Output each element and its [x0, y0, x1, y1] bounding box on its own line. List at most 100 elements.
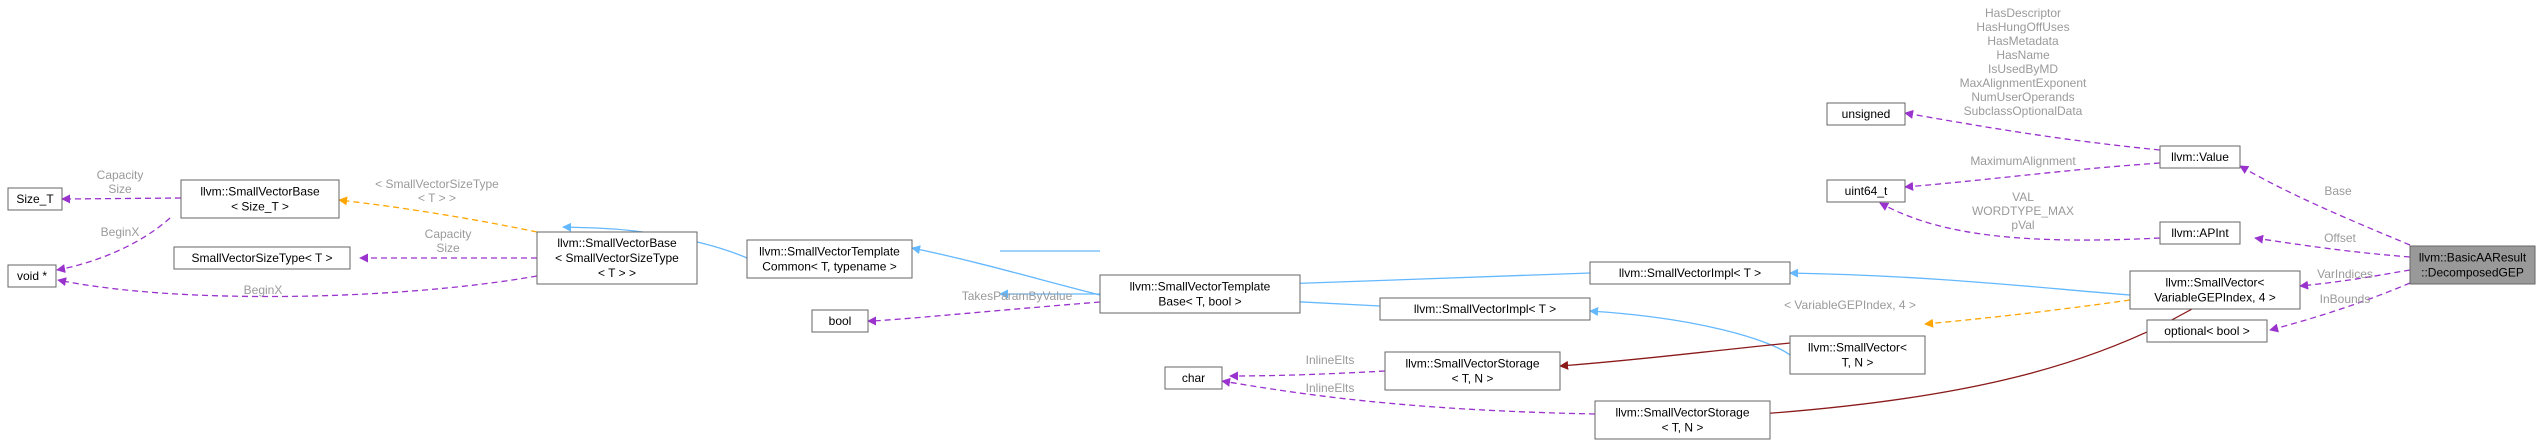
node-label: llvm::SmallVectorBase: [200, 185, 320, 199]
edge-label-svb-svst-beginx: BeginX: [244, 283, 283, 297]
edge-label-value-unsigned: MaxAlignmentExponent: [1960, 76, 2087, 90]
node-box: [1789, 335, 1926, 375]
node-bool[interactable]: bool: [811, 309, 869, 333]
edge-svtb-bool: [867, 301, 1101, 326]
edge-svb-size-t-beginx: [56, 217, 171, 273]
node-label: VariableGEPIndex, 4 >: [2154, 291, 2276, 305]
edge-label-svb-size-t-cap: Capacity: [97, 168, 144, 182]
edge-smallvector-tn-to-impl-bottom: [1589, 307, 1791, 356]
node-box: [746, 239, 913, 279]
node-void-ptr[interactable]: void *: [7, 264, 57, 288]
node-char[interactable]: char: [1164, 366, 1223, 390]
edge-label-takes-by-value: TakesParamByValue: [962, 289, 1073, 303]
node-box: [7, 187, 63, 211]
node-label: llvm::SmallVector<: [1808, 341, 1907, 355]
node-label: llvm::SmallVectorTemplate: [759, 245, 900, 259]
edge-label-svb-svst-cap: Capacity: [425, 227, 472, 241]
edge-label-value-unsigned: IsUsedByMD: [1988, 62, 2058, 76]
node-box: [7, 264, 57, 288]
edge-tmpl-var: [1924, 299, 2131, 328]
node-label: ::DecomposedGEP: [2421, 266, 2524, 280]
edge-value-unsigned: [1904, 109, 2161, 151]
edge-svtc-from-svtb: [1000, 250, 1100, 294]
edge-label-inbounds: InBounds: [2320, 292, 2371, 306]
node-box: [1594, 400, 1771, 440]
node-label: llvm::SmallVectorStorage: [1405, 357, 1539, 371]
node-label: llvm::SmallVectorStorage: [1615, 406, 1749, 420]
edge-storage-mid: [1559, 342, 1791, 370]
node-box: [1099, 274, 1301, 314]
edge-offset: [2254, 234, 2411, 258]
edge-label-offset: Offset: [2324, 231, 2356, 245]
node-box: [1589, 261, 1791, 285]
edge-apint-uint64: [1879, 202, 2161, 241]
node-label: llvm::Value: [2171, 150, 2229, 164]
node-label: bool: [829, 314, 852, 328]
node-label: unsigned: [1842, 107, 1891, 121]
node-box: [536, 231, 698, 285]
node-box: [811, 309, 869, 333]
node-smallvector-var[interactable]: llvm::SmallVector<VariableGEPIndex, 4 >: [2129, 270, 2301, 310]
node-smallvector-tn[interactable]: llvm::SmallVector<T, N >: [1789, 335, 1926, 375]
node-svstorage-mid[interactable]: llvm::SmallVectorStorage< T, N >: [1384, 351, 1561, 391]
node-box: [1826, 179, 1906, 203]
edge-label-base: Base: [2324, 184, 2352, 198]
edge-label-apint-uint64: pVal: [2011, 218, 2034, 232]
node-label: llvm::SmallVectorTemplate: [1130, 280, 1271, 294]
edge-smallvector-var-to-impl-top: [1789, 268, 2131, 296]
edge-label-svb-svst-cap: Size: [436, 241, 460, 255]
edge-label-value-uint64: MaximumAlignment: [1970, 154, 2076, 168]
edge-label-tmpl-svst: < T > >: [418, 191, 456, 205]
node-svimpl-bottom[interactable]: llvm::SmallVectorImpl< T >: [1379, 297, 1591, 321]
edge-inline-bottom: [1221, 377, 1596, 415]
node-value[interactable]: llvm::Value: [2159, 145, 2241, 169]
edge-label-value-unsigned: HasHungOffUses: [1976, 20, 2069, 34]
node-svsizetype[interactable]: SmallVectorSizeType< T >: [173, 246, 351, 270]
node-size-t[interactable]: Size_T: [7, 187, 63, 211]
node-label: T, N >: [1842, 356, 1874, 370]
node-unsigned[interactable]: unsigned: [1826, 102, 1906, 126]
node-label: uint64_t: [1845, 184, 1888, 198]
node-label: < T, N >: [1662, 421, 1704, 435]
node-box: [2159, 221, 2241, 245]
edge-label-inline-bottom: InlineElts: [1306, 381, 1355, 395]
edge-label-value-unsigned: HasName: [1996, 48, 2050, 62]
node-label: < T, N >: [1452, 372, 1494, 386]
node-decomposed[interactable]: llvm::BasicAAResult::DecomposedGEP: [2409, 245, 2536, 285]
node-label: Size_T: [16, 192, 54, 206]
edge-label-tmpl-svst: < SmallVectorSizeType: [375, 177, 499, 191]
edge-inbounds: [2269, 282, 2411, 333]
node-label: < T > >: [598, 266, 636, 280]
edge-label-value-unsigned: SubclassOptionalData: [1964, 104, 2083, 118]
node-svb-size-t[interactable]: llvm::SmallVectorBase< Size_T >: [180, 179, 340, 219]
node-label: char: [1182, 371, 1205, 385]
edge-label-inline-mid: InlineElts: [1306, 353, 1355, 367]
node-optional-bool[interactable]: optional< bool >: [2146, 319, 2268, 343]
node-svimpl-top[interactable]: llvm::SmallVectorImpl< T >: [1589, 261, 1791, 285]
edge-svb-size-t-capacity: [61, 194, 182, 204]
node-apint[interactable]: llvm::APInt: [2159, 221, 2241, 245]
node-svb-svst[interactable]: llvm::SmallVectorBase< SmallVectorSizeTy…: [536, 231, 698, 285]
node-label: SmallVectorSizeType< T >: [192, 251, 333, 265]
edge-base: [2239, 165, 2411, 246]
node-svstorage-bottom[interactable]: llvm::SmallVectorStorage< T, N >: [1594, 400, 1771, 440]
node-box: [2146, 319, 2268, 343]
edge-label-apint-uint64: VAL: [2012, 190, 2034, 204]
node-label: llvm::APInt: [2171, 226, 2229, 240]
node-box: [1164, 366, 1223, 390]
node-uint64[interactable]: uint64_t: [1826, 179, 1906, 203]
node-box: [1379, 297, 1591, 321]
node-label: llvm::SmallVectorImpl< T >: [1619, 266, 1761, 280]
node-label: llvm::SmallVectorBase: [557, 236, 677, 250]
edge-label-varindices: VarIndices: [2317, 267, 2373, 281]
edge-label-value-unsigned: HasDescriptor: [1985, 6, 2061, 20]
edge-label-apint-uint64: WORDTYPE_MAX: [1972, 204, 2074, 218]
edge-tmpl-svst: [338, 196, 538, 233]
edge-inline-mid: [1229, 370, 1386, 381]
node-label: llvm::BasicAAResult: [2419, 251, 2527, 265]
edge-svb-svst-beginx: [57, 275, 538, 298]
